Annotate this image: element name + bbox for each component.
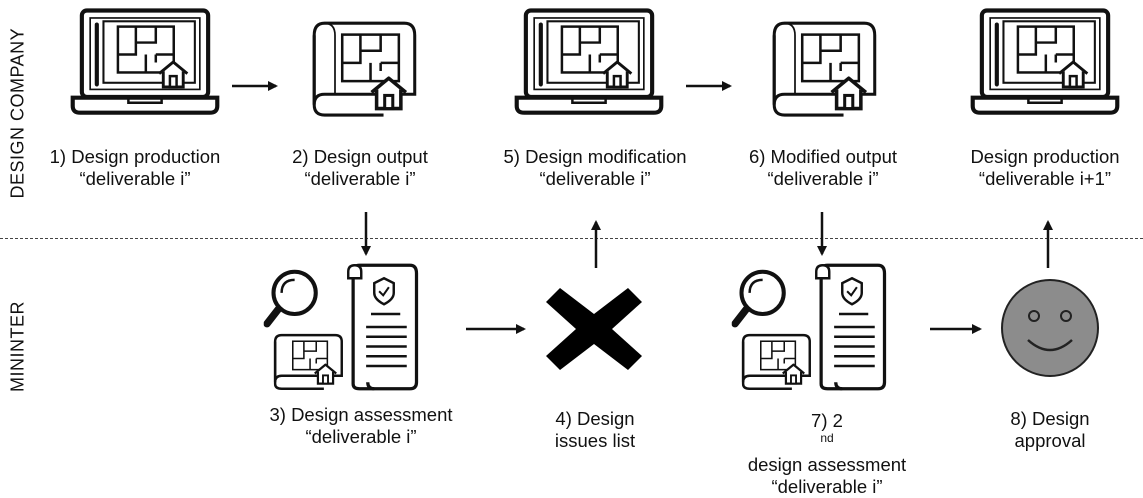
step-2-label: 2) Design output“deliverable i” — [292, 146, 428, 189]
lane-divider — [0, 238, 1143, 239]
x-mark-icon — [546, 288, 642, 370]
smiley-face-icon — [1001, 279, 1099, 377]
step-9-label: Design production“deliverable i+1” — [970, 146, 1120, 189]
arrow-1-to-2 — [232, 81, 1053, 334]
step-5-label: 5) Design modification“deliverable i” — [503, 146, 687, 189]
step-1-label: 1) Design production“deliverable i” — [49, 146, 221, 189]
step-3-label: 3) Design assessment“deliverable i” — [269, 404, 453, 447]
step-6-label: 6) Modified output“deliverable i” — [748, 146, 898, 189]
